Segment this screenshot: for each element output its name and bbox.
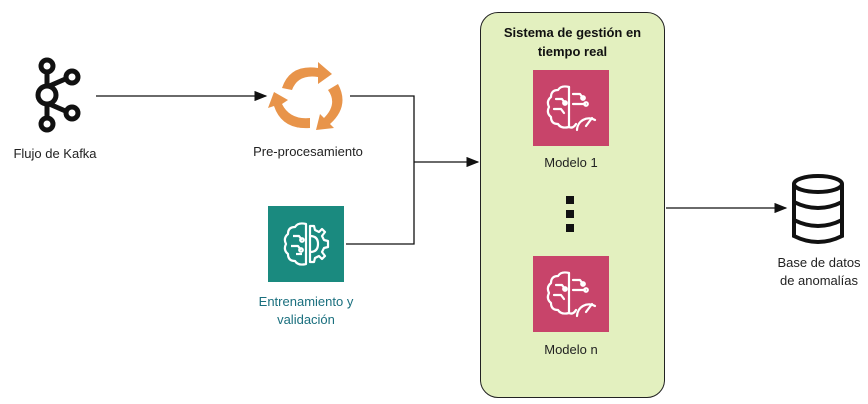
system-title-line2: tiempo real (537, 44, 608, 59)
preprocess-label: Pre-procesamiento (253, 144, 363, 159)
brain-gauge-icon (546, 271, 597, 318)
ml-brain-gear-icon (283, 222, 330, 266)
database-label-line2: de anomalías (779, 273, 859, 288)
kafka-node (30, 55, 90, 135)
preprocess-node (268, 58, 348, 134)
kafka-icon (35, 57, 81, 133)
preprocess-to-merge-connector (350, 95, 415, 162)
system-title-line1: Sistema de gestión en (503, 25, 642, 40)
kafka-label: Flujo de Kafka (13, 146, 97, 161)
model-n-tile (533, 256, 609, 332)
training-label-line2: validación (277, 312, 335, 327)
model-n-label: Modelo n (544, 342, 598, 357)
database-label-line1: Base de datos (777, 255, 861, 270)
ellipsis-dot (566, 210, 574, 218)
database-node (790, 172, 846, 248)
model-1-label: Modelo 1 (544, 155, 598, 170)
brain-gauge-icon (546, 85, 597, 132)
model-1-tile (533, 70, 609, 146)
ellipsis-dot (566, 224, 574, 232)
ellipsis-dot (566, 196, 574, 204)
training-to-merge-connector (346, 162, 415, 245)
training-label-line1: Entrenamiento y (258, 294, 354, 309)
recycle-arrows-icon (268, 62, 343, 130)
system-title: Sistema de gestión en tiempo real (481, 23, 664, 61)
database-icon (792, 174, 844, 244)
training-node (268, 206, 344, 282)
